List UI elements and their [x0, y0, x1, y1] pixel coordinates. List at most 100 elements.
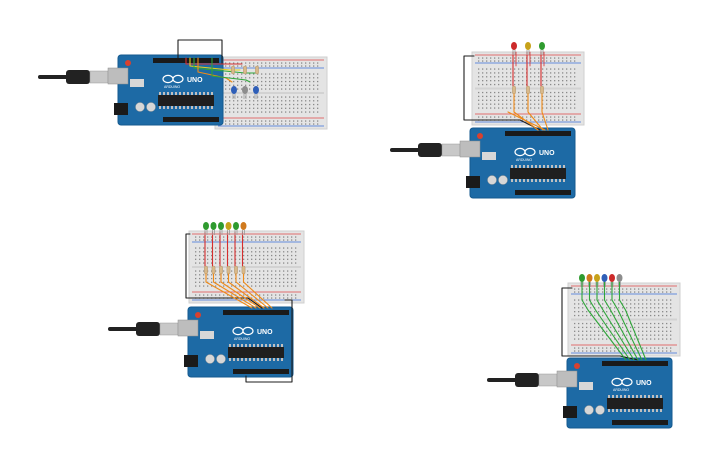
- reset-button[interactable]: [477, 133, 483, 139]
- jumper-wire[interactable]: [227, 273, 265, 309]
- led[interactable]: [579, 274, 585, 287]
- jumper-wire[interactable]: [527, 93, 544, 131]
- resistor[interactable]: [512, 85, 516, 95]
- jumper-wire[interactable]: [596, 299, 635, 361]
- jumper-wire[interactable]: [185, 57, 243, 65]
- jumper-wire[interactable]: [611, 299, 643, 361]
- led[interactable]: [511, 42, 517, 55]
- led[interactable]: [253, 86, 259, 99]
- reset-button[interactable]: [574, 363, 580, 369]
- hole: [502, 57, 504, 59]
- jumper-wire[interactable]: [212, 273, 257, 309]
- jumper-wire[interactable]: [189, 57, 241, 71]
- resistor[interactable]: [526, 85, 530, 95]
- led[interactable]: [539, 42, 545, 55]
- hole: [203, 270, 205, 272]
- resistor[interactable]: [231, 65, 235, 75]
- hole: [638, 299, 640, 301]
- jumper-wire[interactable]: [581, 299, 627, 361]
- led[interactable]: [586, 274, 593, 287]
- jumper-wire[interactable]: [185, 233, 263, 309]
- usb-plug[interactable]: [136, 322, 160, 336]
- resistor[interactable]: [540, 85, 544, 95]
- hole: [301, 103, 303, 106]
- resistor[interactable]: [219, 265, 223, 275]
- jumper-wire[interactable]: [242, 273, 273, 309]
- board-pcb: [117, 54, 224, 126]
- led[interactable]: [525, 42, 531, 55]
- hole: [273, 111, 275, 113]
- jumper-wire[interactable]: [245, 299, 293, 383]
- led[interactable]: [218, 222, 224, 235]
- hole: [305, 100, 307, 102]
- hole: [259, 236, 261, 238]
- jumper-wire[interactable]: [211, 57, 251, 83]
- resistor[interactable]: [234, 265, 238, 275]
- led[interactable]: [594, 274, 600, 287]
- usb-plug[interactable]: [66, 70, 90, 84]
- reset-button[interactable]: [195, 312, 201, 318]
- jumper-wire[interactable]: [463, 55, 541, 131]
- jumper-wire[interactable]: [235, 273, 269, 309]
- led[interactable]: [233, 222, 239, 235]
- led[interactable]: [203, 222, 209, 235]
- hole: [207, 254, 209, 257]
- hole: [287, 247, 289, 249]
- led[interactable]: [601, 274, 608, 287]
- hole: [257, 80, 259, 83]
- jumper-wire[interactable]: [513, 93, 539, 131]
- jumper-wire[interactable]: [588, 299, 631, 361]
- jumper-wire[interactable]: [220, 273, 261, 309]
- jumper-wire[interactable]: [561, 287, 639, 361]
- hole: [634, 338, 636, 340]
- resistor[interactable]: [204, 265, 208, 275]
- reset-button[interactable]: [125, 60, 131, 66]
- hole: [514, 57, 516, 59]
- led[interactable]: [242, 86, 248, 99]
- resistor[interactable]: [255, 65, 259, 75]
- led[interactable]: [609, 274, 615, 287]
- resistor[interactable]: [211, 265, 216, 275]
- led[interactable]: [210, 222, 217, 235]
- hole: [301, 65, 303, 67]
- hole: [542, 80, 544, 82]
- hole: [257, 120, 259, 122]
- jumper-wire[interactable]: [507, 111, 546, 131]
- resistor[interactable]: [243, 65, 247, 75]
- jumper-wire[interactable]: [205, 273, 253, 309]
- hole: [269, 73, 271, 75]
- jumper-wire[interactable]: [541, 93, 549, 131]
- led[interactable]: [616, 274, 623, 287]
- resistor[interactable]: [241, 265, 246, 275]
- breadboard[interactable]: [567, 282, 681, 357]
- jumper-wire[interactable]: [603, 299, 639, 361]
- led[interactable]: [225, 222, 232, 235]
- hole: [602, 338, 604, 340]
- breadboard[interactable]: [188, 230, 305, 304]
- led[interactable]: [231, 86, 237, 99]
- jumper-wire[interactable]: [618, 299, 647, 361]
- jumper-wire[interactable]: [193, 57, 256, 74]
- resistor[interactable]: [226, 265, 231, 275]
- hole: [498, 72, 500, 74]
- arduino-logo-icon: [242, 326, 254, 336]
- usb-plug[interactable]: [418, 143, 442, 157]
- hole: [566, 83, 568, 86]
- usb-plug[interactable]: [515, 373, 539, 387]
- jumper-wire[interactable]: [177, 39, 223, 65]
- led[interactable]: [240, 222, 247, 235]
- hole: [626, 307, 628, 309]
- hole: [614, 330, 616, 332]
- hole: [602, 330, 604, 332]
- hole: [490, 72, 492, 74]
- hole: [289, 84, 291, 86]
